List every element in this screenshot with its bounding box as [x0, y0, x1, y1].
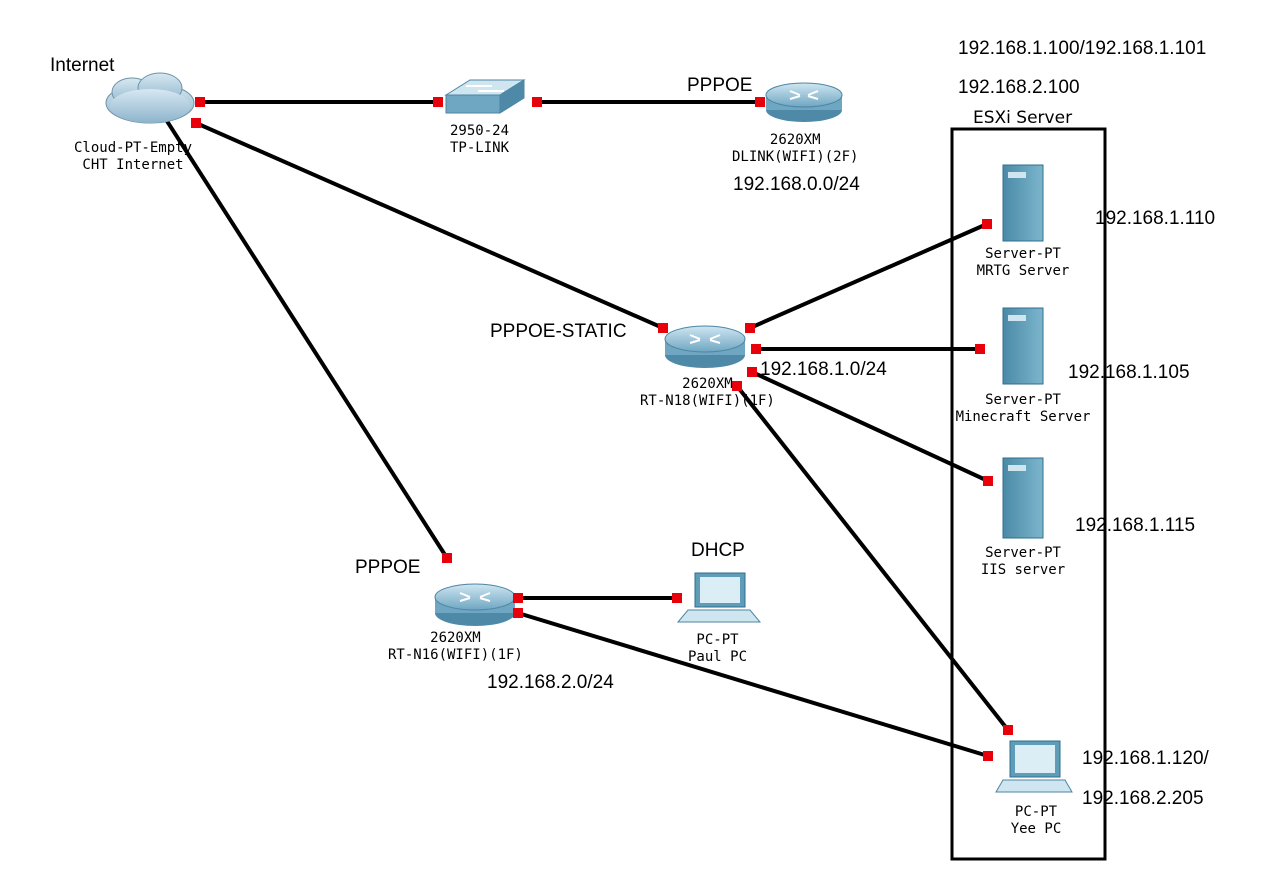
pc-paul-proto: DHCP — [691, 540, 745, 561]
router-top-subnet: 192.168.0.0/24 — [733, 174, 860, 195]
server-iis-device-name: Server-PT IIS server — [968, 545, 1078, 579]
port-dot — [755, 97, 765, 107]
pc-paul-name-line2: Paul PC — [688, 649, 748, 665]
pc-yee-ip-line2: 192.168.2.205 — [1082, 788, 1204, 809]
port-dot — [745, 323, 755, 333]
pc-yee-name-line2: Yee PC — [1010, 821, 1062, 837]
router-mid-icon[interactable] — [664, 325, 746, 368]
switch-device-name: 2950-24 TP-LINK — [450, 123, 509, 157]
ports — [191, 97, 1013, 761]
esxi-ip-line2: 192.168.2.100 — [958, 77, 1080, 98]
router-top-name-line1: 2620XM — [769, 132, 821, 148]
port-dot — [191, 118, 201, 128]
router-mid-name-line1: 2620XM — [682, 376, 733, 392]
port-dot — [532, 97, 542, 107]
port-dot — [747, 367, 757, 377]
link-router-mid-yee — [735, 384, 1010, 732]
server-mrtg-device-name: Server-PT MRTG Server — [968, 246, 1078, 280]
esxi-ip-line1: 192.168.1.100/192.168.1.101 — [958, 38, 1207, 59]
cloud-name-line2: CHT Internet — [82, 157, 184, 173]
router-mid-proto: PPPOE-STATIC — [490, 321, 627, 342]
pc-paul-device-name: PC-PT Paul PC — [688, 632, 747, 666]
port-dot — [513, 593, 523, 603]
port-dot — [442, 553, 452, 563]
server-minecraft-device-name: Server-PT Minecraft Server — [955, 392, 1091, 426]
switch-name-line2: TP-LINK — [450, 140, 510, 156]
link-router-bot-yee — [517, 611, 989, 758]
pc-paul-icon[interactable] — [676, 572, 762, 623]
router-bot-proto: PPPOE — [355, 557, 421, 578]
router-bot-subnet: 192.168.2.0/24 — [487, 672, 614, 693]
router-top-proto: PPPOE — [687, 75, 753, 96]
server-iis-ip: 192.168.1.115 — [1075, 515, 1196, 536]
port-dot — [732, 381, 742, 391]
pc-yee-name-line1: PC-PT — [1014, 804, 1058, 820]
server-minecraft-name-line1: Server-PT — [985, 392, 1061, 408]
router-top-device-name: 2620XM DLINK(WIFI)(2F) — [732, 132, 858, 166]
cloud-device-name: Cloud-PT-Empty CHT Internet — [74, 140, 192, 174]
router-mid-subnet: 192.168.1.0/24 — [760, 359, 887, 380]
server-iis-name-line2: IIS server — [980, 562, 1066, 578]
link-cloud-router-mid — [195, 121, 664, 330]
pc-yee-icon[interactable] — [995, 740, 1073, 793]
port-dot — [433, 97, 443, 107]
port-dot — [513, 608, 523, 618]
esxi-title: ESXi Server — [973, 108, 1073, 128]
server-minecraft-ip: 192.168.1.105 — [1068, 362, 1190, 383]
switch-name-line1: 2950-24 — [450, 123, 510, 139]
router-bot-device-name: 2620XM RT-N16(WIFI)(1F) — [388, 630, 523, 664]
port-dot — [1003, 725, 1013, 735]
router-bot-name-line2: RT-N16(WIFI)(1F) — [388, 647, 523, 663]
router-bot-icon[interactable] — [434, 583, 516, 626]
link-router-mid-mrtg — [749, 222, 988, 330]
cloud-icon[interactable] — [105, 72, 195, 124]
pc-yee-device-name: PC-PT Yee PC — [1003, 804, 1069, 838]
router-top-icon[interactable] — [765, 82, 843, 122]
server-minecraft-name-line2: Minecraft Server — [955, 409, 1091, 425]
links — [163, 100, 1010, 758]
router-mid-device-name: 2620XM RT-N18(WIFI)(1F) — [640, 376, 775, 410]
router-top-name-line2: DLINK(WIFI)(2F) — [732, 149, 859, 165]
port-dot — [751, 344, 761, 354]
link-router-mid-iis — [751, 370, 989, 483]
port-dot — [658, 323, 668, 333]
port-dot — [982, 219, 992, 229]
port-dot — [195, 97, 205, 107]
server-mrtg-name-line2: MRTG Server — [976, 263, 1070, 279]
router-bot-name-line1: 2620XM — [430, 630, 481, 646]
server-mrtg-icon[interactable] — [1002, 164, 1044, 242]
link-cloud-router-bot — [163, 116, 449, 560]
pc-paul-name-line1: PC-PT — [696, 632, 739, 648]
server-mrtg-name-line1: Server-PT — [985, 246, 1061, 262]
port-dot — [983, 751, 993, 761]
server-iis-name-line1: Server-PT — [985, 545, 1061, 561]
port-dot — [672, 593, 682, 603]
cloud-top-label: Internet — [50, 55, 115, 76]
server-iis-icon[interactable] — [1002, 457, 1044, 539]
switch-icon[interactable] — [444, 79, 526, 114]
cloud-name-line1: Cloud-PT-Empty — [74, 140, 193, 156]
server-minecraft-icon[interactable] — [1002, 307, 1044, 385]
port-dot — [975, 344, 985, 354]
server-mrtg-ip: 192.168.1.110 — [1095, 208, 1216, 229]
router-mid-name-line2: RT-N18(WIFI)(1F) — [640, 393, 775, 409]
pc-yee-ip-line1: 192.168.1.120/ — [1082, 748, 1209, 769]
esxi-server-box — [950, 127, 1107, 861]
port-dot — [983, 476, 993, 486]
